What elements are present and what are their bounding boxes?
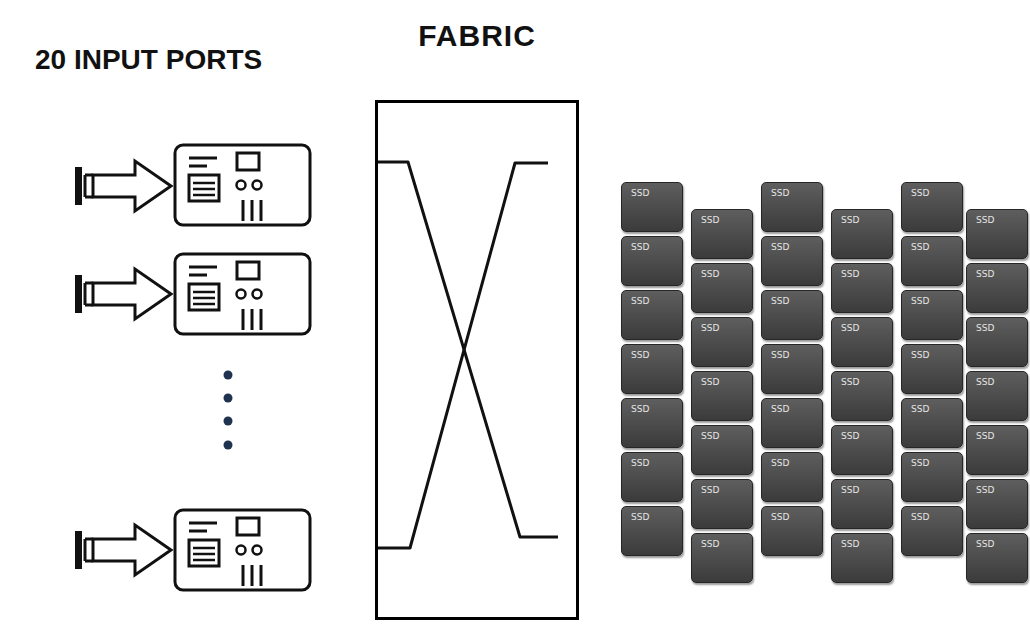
- fabric-box: FABRIC: [375, 100, 579, 620]
- ssd-label: SSD: [692, 426, 752, 441]
- ssd-label: SSD: [832, 426, 892, 441]
- ssd-label: SSD: [902, 291, 962, 306]
- ssd-drive: SSD: [621, 236, 683, 286]
- ssd-drive: SSD: [966, 479, 1028, 529]
- ssd-label: SSD: [622, 345, 682, 360]
- ssd-drive: SSD: [761, 182, 823, 232]
- ssd-drive: SSD: [831, 317, 893, 367]
- input-arrow: [75, 161, 171, 211]
- ssd-drive: SSD: [901, 506, 963, 556]
- ssd-drive: SSD: [966, 425, 1028, 475]
- ssd-drive: SSD: [901, 182, 963, 232]
- ssd-label: SSD: [762, 291, 822, 306]
- ssd-drive: SSD: [691, 479, 753, 529]
- ssd-drive: SSD: [901, 344, 963, 394]
- ssd-label: SSD: [967, 318, 1027, 333]
- ssd-label: SSD: [967, 210, 1027, 225]
- ssd-label: SSD: [692, 372, 752, 387]
- ssd-drive: SSD: [831, 479, 893, 529]
- ssd-drive: SSD: [621, 344, 683, 394]
- ssd-label: SSD: [902, 237, 962, 252]
- ssd-drive: SSD: [901, 290, 963, 340]
- port-card: [175, 254, 310, 334]
- ssd-drive: SSD: [966, 533, 1028, 583]
- ssd-label: SSD: [902, 453, 962, 468]
- ssd-label: SSD: [762, 237, 822, 252]
- ssd-label: SSD: [902, 183, 962, 198]
- ssd-drive: SSD: [691, 533, 753, 583]
- ssd-label: SSD: [622, 399, 682, 414]
- ssd-drive: SSD: [621, 182, 683, 232]
- ssd-label: SSD: [967, 264, 1027, 279]
- ssd-drive: SSD: [966, 317, 1028, 367]
- ssd-label: SSD: [902, 507, 962, 522]
- ssd-drive: SSD: [761, 452, 823, 502]
- input-arrow: [75, 269, 171, 319]
- ssd-drive: SSD: [901, 398, 963, 448]
- fabric-heading: FABRIC: [378, 19, 576, 53]
- ssd-drive: SSD: [966, 371, 1028, 421]
- ssd-label: SSD: [832, 480, 892, 495]
- ssd-drive: SSD: [761, 398, 823, 448]
- ports-heading: 20 INPUT PORTS: [35, 44, 262, 76]
- port-card: [175, 510, 310, 590]
- ssd-drive: SSD: [761, 344, 823, 394]
- ssd-drive: SSD: [831, 209, 893, 259]
- ssd-drive: SSD: [691, 317, 753, 367]
- ssd-drive: SSD: [761, 290, 823, 340]
- ssd-drive: SSD: [966, 209, 1028, 259]
- ssd-label: SSD: [902, 399, 962, 414]
- fabric-crossbar: [378, 162, 558, 548]
- ssd-drive: SSD: [691, 209, 753, 259]
- ssd-label: SSD: [762, 453, 822, 468]
- ssd-label: SSD: [762, 399, 822, 414]
- ssd-label: SSD: [832, 318, 892, 333]
- ssd-label: SSD: [622, 183, 682, 198]
- ssd-drive: SSD: [761, 506, 823, 556]
- ssd-label: SSD: [692, 264, 752, 279]
- ssd-label: SSD: [832, 210, 892, 225]
- ssd-label: SSD: [692, 480, 752, 495]
- ssd-drive: SSD: [901, 452, 963, 502]
- ssd-label: SSD: [622, 237, 682, 252]
- ssd-drive: SSD: [691, 263, 753, 313]
- port-card: [175, 145, 310, 225]
- ssd-label: SSD: [692, 210, 752, 225]
- ssd-drive: SSD: [831, 371, 893, 421]
- ssd-drive: SSD: [831, 263, 893, 313]
- ssd-label: SSD: [967, 426, 1027, 441]
- ssd-drive: SSD: [621, 398, 683, 448]
- ssd-label: SSD: [832, 372, 892, 387]
- ssd-drive: SSD: [966, 263, 1028, 313]
- input-arrow: [75, 525, 171, 575]
- ssd-label: SSD: [692, 318, 752, 333]
- ssd-drive: SSD: [831, 425, 893, 475]
- ssd-label: SSD: [762, 345, 822, 360]
- ssd-label: SSD: [832, 264, 892, 279]
- ssd-label: SSD: [762, 183, 822, 198]
- ssd-drive: SSD: [621, 290, 683, 340]
- ssd-drive: SSD: [691, 425, 753, 475]
- ssd-drive: SSD: [901, 236, 963, 286]
- ssd-drive: SSD: [621, 506, 683, 556]
- ssd-drive: SSD: [691, 371, 753, 421]
- ssd-label: SSD: [902, 345, 962, 360]
- ssd-label: SSD: [622, 453, 682, 468]
- ellipsis-dots: [224, 371, 233, 450]
- ssd-drive: SSD: [831, 533, 893, 583]
- ssd-label: SSD: [622, 507, 682, 522]
- ssd-label: SSD: [967, 372, 1027, 387]
- ssd-label: SSD: [967, 534, 1027, 549]
- ssd-label: SSD: [692, 534, 752, 549]
- ssd-label: SSD: [622, 291, 682, 306]
- ssd-label: SSD: [832, 534, 892, 549]
- ssd-label: SSD: [762, 507, 822, 522]
- ssd-drive: SSD: [761, 236, 823, 286]
- ssd-drive: SSD: [621, 452, 683, 502]
- ssd-label: SSD: [967, 480, 1027, 495]
